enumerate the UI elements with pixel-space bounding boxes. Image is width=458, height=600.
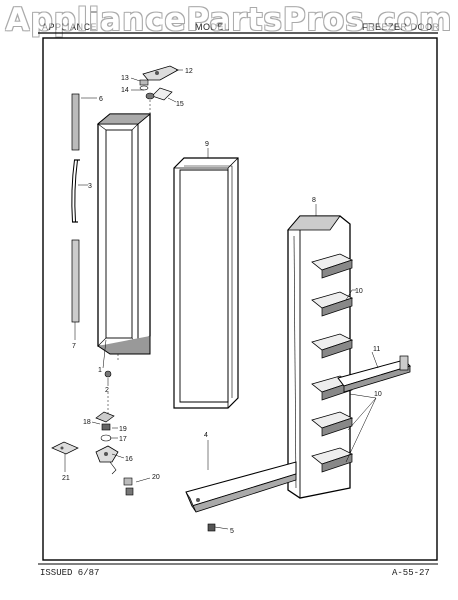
part-number-callouts: 1 2 3 4 5 6 7 8 9 10 10 11 12 13 14 15 1… [62, 68, 382, 535]
callout-part-16: 16 [125, 456, 133, 463]
hinge-pin [104, 370, 112, 420]
callout-part-21: 21 [62, 475, 70, 482]
issued-date: ISSUED 6/87 [40, 568, 100, 578]
shelf-retainer-bar [337, 351, 411, 393]
callout-part-12: 12 [185, 68, 193, 75]
door-gasket [173, 148, 239, 409]
header-right-title: FREEZER DOOR [362, 22, 440, 32]
callout-part-8: 8 [312, 197, 316, 204]
bottom-trim-strip [185, 440, 297, 513]
diagram-border [42, 37, 438, 561]
callout-part-6: 6 [99, 96, 103, 103]
callout-part-11: 11 [373, 346, 380, 353]
header-center-text: MODEL [195, 22, 230, 32]
callout-part-19: 19 [119, 426, 127, 433]
callout-part-7: 7 [72, 343, 76, 350]
callout-part-10-upper: 10 [355, 288, 363, 295]
callout-part-2: 2 [105, 387, 109, 394]
callout-part-18: 18 [83, 419, 91, 426]
top-hinge-assembly [130, 65, 183, 115]
callout-part-14: 14 [121, 87, 129, 94]
door-outer-panel [96, 113, 152, 369]
door-handle [71, 159, 88, 223]
page-code: A-55-27 [392, 568, 430, 578]
callout-part-15: 15 [176, 101, 184, 108]
lower-hinge-assembly [51, 411, 151, 496]
header-left-text: APPLIANCE [42, 22, 98, 32]
callout-part-9: 9 [205, 141, 209, 148]
screw [207, 523, 229, 532]
leader-lines-part-10 [345, 393, 377, 463]
trim-strip-bottom [71, 239, 80, 340]
callout-part-17: 17 [119, 436, 127, 443]
trim-strip-top [71, 93, 97, 151]
watermark-logo: AppliancePartsPros.com [5, 2, 453, 38]
callout-part-10-lower: 10 [374, 391, 382, 398]
callout-part-3: 3 [88, 183, 92, 190]
callout-part-1: 1 [98, 367, 102, 374]
callout-part-20: 20 [152, 474, 160, 481]
callout-part-5: 5 [230, 528, 234, 535]
callout-part-4: 4 [204, 432, 208, 439]
callout-part-13: 13 [121, 75, 129, 82]
